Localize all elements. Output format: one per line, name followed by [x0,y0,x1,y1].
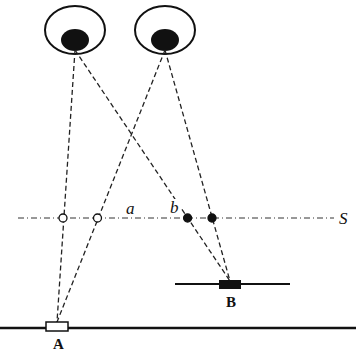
eyes [45,6,195,54]
point-label: b [168,199,181,216]
object-label: B [224,295,238,310]
left-pupil [61,29,89,51]
object-b [219,280,241,289]
screen-label: S [337,210,350,227]
sight-lines [57,50,230,322]
projection-points [59,214,216,222]
right-pupil [151,29,179,51]
right-eye [135,6,195,54]
point-label: a [124,200,137,217]
object-a [46,322,68,331]
left-eye [45,6,105,54]
object-label: A [51,337,66,352]
